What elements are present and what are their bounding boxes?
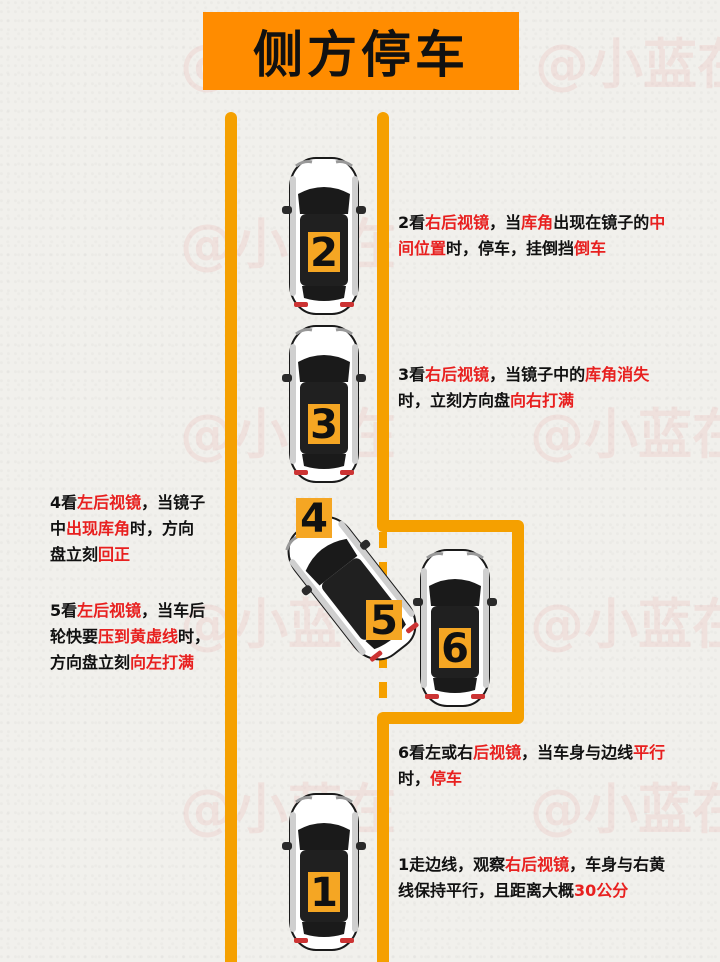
watermark: @小蓝在 [535,33,720,96]
note-step-3: 3看右后视镜，当镜子中的库角消失时，立刻方向盘向右打满 [398,365,650,410]
watermark: @小蓝在 [530,403,720,466]
note-step-2: 2看右后视镜，当库角出现在镜子的中间位置时，停车，挂倒挡倒车 [398,213,666,258]
car-3: 3 [280,324,368,484]
parking-bay-line [383,520,524,724]
car-number: 4 [300,496,328,542]
car-number: 1 [310,870,338,916]
car-4: 4 [296,496,332,542]
note-step-4: 4看左后视镜，当镜子中出现库角时，方向盘立刻回正 [50,493,206,564]
car-number: 3 [310,402,338,448]
car-6: 6 [411,548,499,708]
car-number: 2 [310,230,338,276]
note-step-5: 5看左后视镜，当车后轮快要压到黄虚线时，方向盘立刻向左打满 [50,601,211,672]
watermark: @小蓝在 [530,778,720,841]
watermark: @小蓝在 [180,213,396,276]
note-step-6: 6看左或右后视镜，当车身与边线平行时，停车 [398,743,666,788]
note-step-1: 1走边线，观察右后视镜，车身与右黄线保持平行，且距离大概30公分 [398,855,666,900]
title-banner: 侧方停车 [203,12,519,90]
watermark: @小蓝在 [530,593,720,656]
watermark: @小蓝在 [180,403,396,466]
car-1: 1 [280,792,368,952]
car-2: 2 [280,156,368,316]
car-number: 6 [441,626,469,672]
car-number: 5 [370,598,398,644]
watermark: @小蓝在 [180,778,396,841]
car-5: 5 [366,598,402,644]
page-title: 侧方停车 [253,26,469,84]
